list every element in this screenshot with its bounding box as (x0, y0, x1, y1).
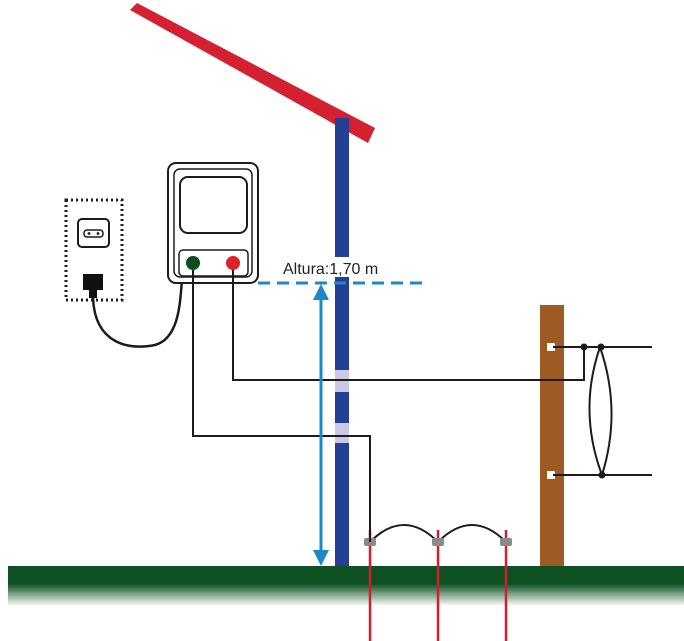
fence-terminal (226, 256, 240, 270)
ground (8, 566, 684, 606)
height-measurement: Altura:1,70 m (258, 257, 425, 566)
fence-wires (553, 343, 652, 479)
power-plug-icon (83, 274, 103, 298)
insulator (547, 471, 555, 479)
power-outlet-icon (77, 218, 110, 248)
fence-post (540, 305, 564, 603)
insulator (547, 343, 555, 351)
pole-band (335, 423, 349, 443)
energizer-display (179, 176, 248, 234)
power-outlet-box (64, 198, 124, 302)
ground-terminal (186, 256, 200, 270)
energizer-device (167, 162, 259, 284)
power-cord (91, 279, 184, 348)
ground-lead-wire (192, 270, 371, 542)
arrow-head-down (313, 550, 329, 566)
house-pole (335, 118, 349, 570)
arrow-head-up (313, 284, 329, 300)
rod-clamp (500, 538, 512, 546)
height-label: Altura:1,70 m (283, 261, 378, 278)
fence-lead-wire (232, 270, 585, 381)
roof (130, 3, 375, 143)
rod-clamp (432, 538, 444, 546)
ground-rods (364, 524, 512, 641)
